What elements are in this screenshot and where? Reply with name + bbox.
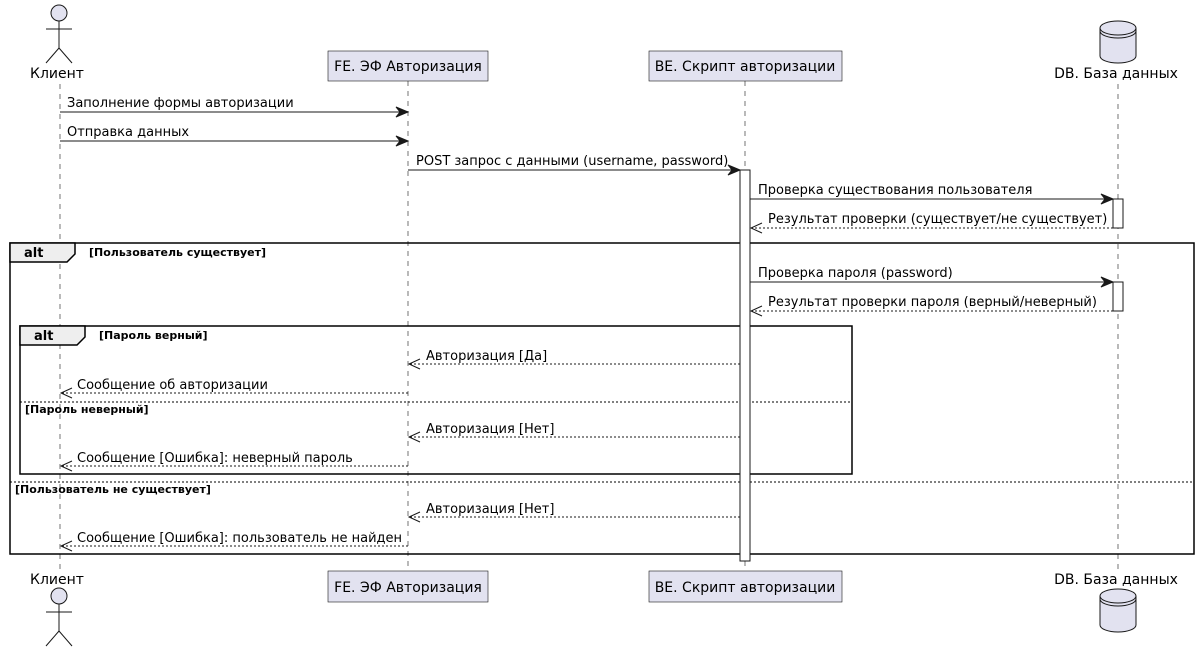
message-m5: Результат проверки (существует/не сущест… [749,212,1113,234]
message-m9: Сообщение об авторизации [59,378,408,399]
arrow-head-icon [59,387,73,399]
activation-be [739,169,751,562]
activation-db-2 [1112,281,1124,312]
message-label: POST запрос с данными (username, passwor… [416,154,728,169]
message-label: Авторизация [Да] [426,349,547,364]
database-icon [1099,20,1137,64]
participant-client-top: Клиент [30,4,84,82]
message-m10: Авторизация [Нет] [407,422,740,443]
message-m11: Сообщение [Ошибка]: неверный пароль [59,451,408,472]
arrow-head-icon [727,164,742,176]
arrow-head-icon [749,222,763,234]
message-m4: Проверка существования пользователя [750,183,1115,205]
participant-label-client: Клиент [30,66,84,82]
message-label: Проверка существования пользователя [758,183,1032,198]
message-m7: Результат проверки пароля (верный/неверн… [749,295,1113,317]
alt-keyword-inner: alt [34,329,53,344]
arrow-head-icon [59,540,73,552]
message-m6: Проверка пароля (password) [750,266,1115,288]
participant-fe-bottom: FE. ЭФ Авторизация [327,570,489,603]
actor-icon [45,587,73,647]
arrow-head-icon [407,431,421,443]
arrow-head-icon [59,460,73,472]
arrow-head-icon [395,106,410,118]
alt-keyword-outer: alt [24,246,43,261]
message-label: Результат проверки пароля (верный/неверн… [768,295,1097,310]
message-m1: Заполнение формы авторизации [60,96,410,118]
participant-db-bottom: DB. База данных [1054,572,1178,633]
arrow-head-icon [749,305,763,317]
message-m8: Авторизация [Да] [407,349,740,370]
arrow-head-icon [407,511,421,523]
arrow-head-icon [1100,276,1115,288]
participant-be-bottom: BE. Скрипт авторизации [648,570,843,603]
participant-label-be: BE. Скрипт авторизации [655,59,836,75]
message-label: Заполнение формы авторизации [67,96,294,111]
alt-guard-password-correct: [Пароль верный] [99,329,208,342]
message-label: Сообщение [Ошибка]: пользователь не найд… [77,531,402,546]
message-m2: Отправка данных [60,125,410,147]
participant-label-be: BE. Скрипт авторизации [655,580,836,596]
participant-label-db: DB. База данных [1054,66,1178,82]
message-label: Сообщение об авторизации [77,378,268,393]
participant-label-fe: FE. ЭФ Авторизация [334,59,482,75]
actor-icon [45,4,73,64]
participant-db-top: DB. База данных [1054,20,1178,82]
arrow-head-icon [395,135,410,147]
message-label: Авторизация [Нет] [426,502,554,517]
alt-guard-user-not-exists: [Пользователь не существует] [15,483,211,496]
alt-frame-inner: alt [Пароль верный] [Пароль неверный] [19,325,853,475]
participant-client-bottom: Клиент [30,572,84,647]
message-m12: Авторизация [Нет] [407,502,740,523]
message-label: Результат проверки (существует/не сущест… [768,212,1107,227]
alt-guard-password-wrong: [Пароль неверный] [25,403,149,416]
participant-be-top: BE. Скрипт авторизации [648,50,843,82]
participant-label-fe: FE. ЭФ Авторизация [334,580,482,596]
message-m13: Сообщение [Ошибка]: пользователь не найд… [59,531,408,552]
participant-label-client: Клиент [30,572,84,588]
message-label: Проверка пароля (password) [758,266,953,281]
message-m3: POST запрос с данными (username, passwor… [408,154,742,176]
message-label: Авторизация [Нет] [426,422,554,437]
participant-label-db: DB. База данных [1054,572,1178,588]
alt-frame-outer: alt [Пользователь существует] [Пользоват… [9,242,1195,555]
activation-db-1 [1112,198,1124,229]
database-icon [1099,588,1137,633]
participant-fe-top: FE. ЭФ Авторизация [327,50,489,82]
arrow-head-icon [407,358,421,370]
alt-guard-user-exists: [Пользователь существует] [89,246,266,259]
message-label: Отправка данных [67,125,189,140]
message-label: Сообщение [Ошибка]: неверный пароль [77,451,353,466]
arrow-head-icon [1100,193,1115,205]
